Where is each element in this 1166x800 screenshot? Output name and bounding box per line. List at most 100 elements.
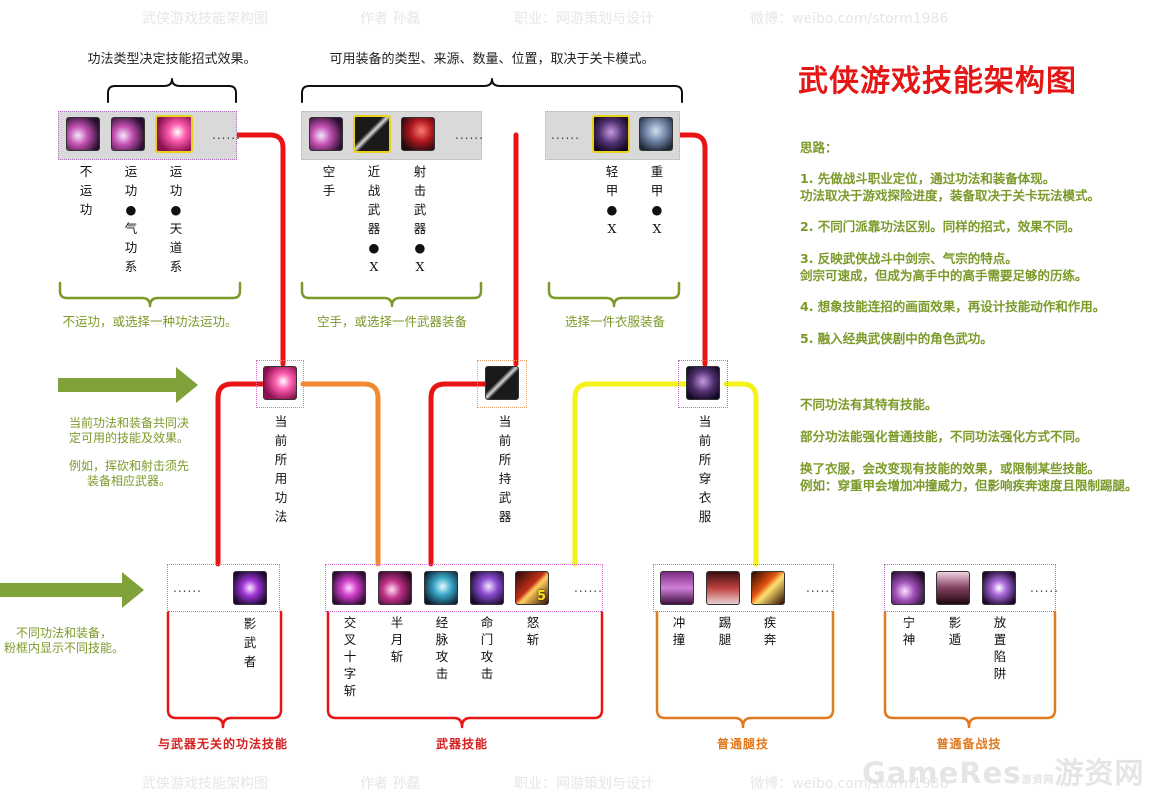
note-armor-choice: 选择一件衣服装备 <box>564 314 665 329</box>
skill-calm-icon[interactable] <box>891 571 925 605</box>
wire-armor <box>662 132 708 367</box>
label-skill-yingwuzhe: 影 武 者 <box>243 616 257 669</box>
note-kungfu-choice: 不运功，或选择一种功法运功。 <box>62 314 238 329</box>
current-kungfu-box <box>256 360 304 408</box>
skill-fury-icon[interactable]: 5 <box>515 571 549 605</box>
note-weapon-choice: 空手，或选择一件武器装备 <box>316 314 467 329</box>
bracket-move <box>655 610 835 729</box>
kungfu-none-icon[interactable] <box>66 117 100 151</box>
gameres-logo: GameRes游资网游资网 <box>862 750 1145 792</box>
thinking-p3b: 剑宗可速成，但成为高手中的高手需要足够的历练。 <box>800 268 1088 283</box>
label-skill-shadow-escape: 影 遁 <box>948 615 962 647</box>
skill-half-moon-icon[interactable] <box>378 571 412 605</box>
label-skill-kick: 踢 腿 <box>718 615 732 647</box>
logo-small: 游资网 <box>1021 775 1055 786</box>
weapon-more-dots: ...... <box>455 128 484 142</box>
bracket-prep <box>883 610 1057 729</box>
watermark-job: 职业：网游策划与设计 <box>514 11 654 27</box>
label-weapon-barehand: 空 手 <box>322 164 336 198</box>
skill-box-prep <box>884 564 1056 612</box>
skill-kick-icon[interactable] <box>706 571 740 605</box>
label-skill-meridian: 经 脉 攻 击 <box>435 615 449 681</box>
brace-top-kungfu <box>107 78 237 103</box>
armor-more-dots: ...... <box>551 128 580 142</box>
arrow-upper <box>58 367 198 403</box>
armor-heavy-icon[interactable] <box>639 117 673 151</box>
current-armor-icon[interactable] <box>686 366 720 400</box>
skill-vital-icon[interactable] <box>470 571 504 605</box>
kungfu-qi-icon[interactable] <box>111 117 145 151</box>
skill-box-kungfu <box>167 564 280 612</box>
side-note-c1: 不同功法和装备， <box>15 626 112 640</box>
skill-cross-slash-icon[interactable] <box>332 571 366 605</box>
thinking-p1b: 功法取决于游戏探险进度，装备取决于关卡玩法模式。 <box>800 188 1101 203</box>
thinking-p1a: 1. 先做战斗职业定位，通过功法和装备体现。 <box>800 171 1056 186</box>
note-kungfu-enhance: 部分功法能强化普通技能，不同功法强化方式不同。 <box>800 429 1088 444</box>
skill-prep-more-dots: ...... <box>1030 581 1059 595</box>
label-skill-half-moon: 半 月 斩 <box>390 615 404 664</box>
skill-charge-icon[interactable] <box>660 571 694 605</box>
brace-kungfu <box>58 281 242 308</box>
arrow-lower <box>0 572 144 608</box>
skill-move-more-dots: ...... <box>806 581 835 595</box>
watermark-title-bottom: 武侠游戏技能架构图 <box>142 776 268 792</box>
side-note-a2: 定可用的技能及效果。 <box>68 431 189 445</box>
skill-fury-badge: 5 <box>536 589 546 604</box>
bracket-kungfu <box>166 610 283 729</box>
skill-kungfu-more-dots: ...... <box>173 581 202 595</box>
label-weapon-ranged: 射 击 武 器 ● X <box>413 164 427 274</box>
category-weapon-skills: 武器技能 <box>435 737 488 751</box>
label-skill-dash: 疾 奔 <box>763 615 777 647</box>
watermark-job-bottom: 职业：网游策划与设计 <box>514 776 654 792</box>
note-armor-example: 例如：穿重甲会增加冲撞威力，但影响疾奔速度且限制踢腿。 <box>800 478 1138 493</box>
label-kungfu-tiandao: 运 功 ● 天 道 系 <box>169 164 183 274</box>
label-skill-fury: 怒 斩 <box>526 615 540 647</box>
wire-kungfu-to-base <box>215 381 265 567</box>
skill-shadow-escape-icon[interactable] <box>936 571 970 605</box>
skill-trap-icon[interactable] <box>982 571 1016 605</box>
kungfu-more-dots: ...... <box>212 128 241 142</box>
watermark-author-bottom: 作者 孙磊 <box>360 776 421 792</box>
label-skill-trap: 放 置 陷 阱 <box>993 615 1007 681</box>
skill-weapon-more-dots: ...... <box>574 581 603 595</box>
weapon-ranged-icon[interactable] <box>401 117 435 151</box>
brace-top-equip <box>301 78 683 103</box>
skill-yingwuzhe-icon[interactable] <box>233 571 267 605</box>
current-weapon-box <box>477 360 527 408</box>
label-armor-light: 轻 甲 ● X <box>605 164 619 236</box>
category-kungfu-skills: 与武器无关的功法技能 <box>157 737 288 751</box>
skill-dash-icon[interactable] <box>751 571 785 605</box>
side-note-a1: 当前功法和装备共同决 <box>68 416 189 430</box>
watermark-title: 武侠游戏技能架构图 <box>142 11 268 27</box>
label-kungfu-qi: 运 功 ● 气 功 系 <box>124 164 138 274</box>
logo-main: GameRes <box>862 756 1022 790</box>
skill-box-weapon <box>325 564 603 612</box>
thinking-p3a: 3. 反映武侠战斗中剑宗、气宗的特点。 <box>800 251 1018 266</box>
thinking-p2: 2. 不同门派靠功法区别。同样的招式，效果不同。 <box>800 219 1081 234</box>
wire-kungfu-to-weapon <box>300 381 381 567</box>
weapon-barehand-icon[interactable] <box>309 117 343 151</box>
armor-light-icon[interactable] <box>592 115 630 153</box>
current-weapon-icon[interactable] <box>485 366 519 400</box>
skill-meridian-icon[interactable] <box>424 571 458 605</box>
label-current-weapon: 当 前 所 持 武 器 <box>498 414 512 524</box>
wire-weapon-to-weapon <box>428 381 499 567</box>
thinking-p5: 5. 融入经典武侠剧中的角色武功。 <box>800 331 993 346</box>
logo-cn: 游资网 <box>1054 756 1145 790</box>
weapon-melee-icon[interactable] <box>353 115 391 153</box>
brace-weapon <box>300 281 483 308</box>
bracket-weapon <box>326 610 604 729</box>
brace-armor <box>547 281 681 308</box>
note-kungfu-type: 功法类型决定技能招式效果。 <box>87 52 257 67</box>
side-note-b1: 例如，挥砍和射击须先 <box>68 459 189 473</box>
current-kungfu-icon[interactable] <box>263 366 297 400</box>
kungfu-tiandao-icon[interactable] <box>155 115 193 153</box>
wire-armor-to-right <box>723 381 759 567</box>
side-note-b2: 装备相应武器。 <box>86 474 171 488</box>
thinking-p4: 4. 想象技能连招的画面效果，再设计技能动作和作用。 <box>800 299 1106 314</box>
label-skill-charge: 冲 撞 <box>672 615 686 647</box>
note-armor-effect: 换了衣服，会改变现有技能的效果，或限制某些技能。 <box>800 461 1101 476</box>
watermark-author: 作者 孙磊 <box>360 11 421 27</box>
note-equip-type: 可用装备的类型、来源、数量、位置，取决于关卡模式。 <box>329 52 655 67</box>
